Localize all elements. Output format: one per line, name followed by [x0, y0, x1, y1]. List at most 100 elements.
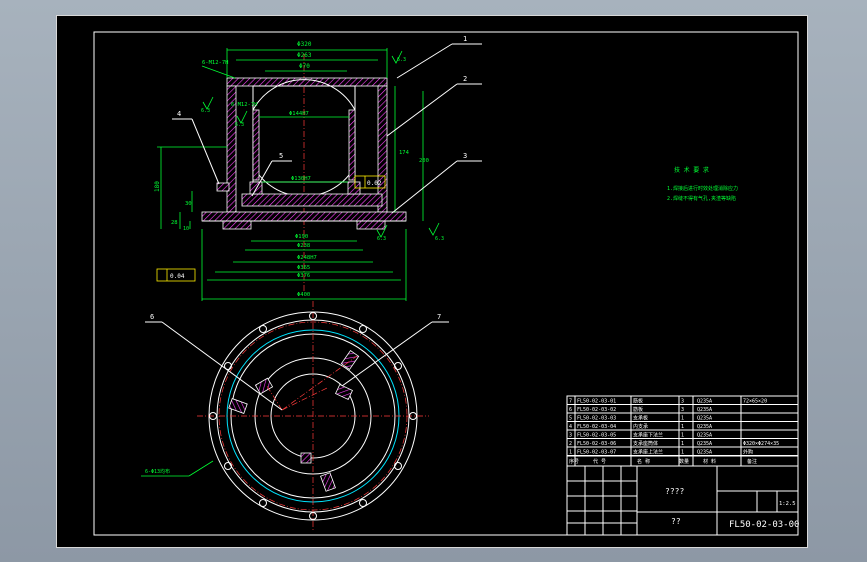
dim-base-d1: Φ190	[295, 234, 308, 240]
svg-text:5: 5	[279, 152, 283, 160]
scale-value: 1:2.5	[779, 501, 796, 507]
svg-text:4: 4	[177, 110, 181, 118]
bom-cell-mat: Q235A	[697, 415, 712, 421]
bom-cell-code: FL50-02-03-03	[577, 415, 616, 421]
svg-text:3: 3	[463, 152, 467, 160]
bom-cell-name: 支承座筒体	[633, 440, 658, 447]
bom-cell-code: FL50-02-03-02	[577, 407, 616, 413]
bom-cell-code: FL50-02-03-06	[577, 441, 616, 447]
dim-bore-top: Φ70	[299, 63, 310, 70]
bom-cell-qty: 1	[681, 441, 684, 447]
bom-cell-no: 4	[569, 424, 572, 430]
bom-header-code: 代 号	[593, 458, 606, 465]
roughness-symbol: 6.3	[376, 224, 388, 242]
bom-header-note: 备注	[747, 458, 757, 465]
bom-cell-name: 支承座下法兰	[633, 431, 663, 438]
bom-cell-mat: Q235A	[697, 441, 712, 447]
svg-text:6: 6	[150, 313, 154, 321]
part-balloon: 3	[391, 152, 482, 214]
drawing-frame	[93, 31, 799, 536]
dim-base-d3: Φ248H7	[297, 255, 317, 261]
roughness-symbol: 6.3	[235, 110, 248, 128]
dim-base-d6: Φ400	[297, 292, 310, 298]
svg-text:6.3: 6.3	[435, 236, 444, 242]
bom-cell-code: FL50-02-03-04	[577, 424, 616, 430]
notes-line-1: 1.焊接后进行时效处理消除应力	[667, 185, 738, 192]
part-material: ??	[671, 517, 681, 526]
bom-cell-qty: 1	[681, 415, 684, 421]
bom-header-mat: 材 料	[703, 458, 716, 465]
dim-top-width: Φ320	[297, 41, 312, 48]
dim-step-h: 10	[183, 226, 189, 232]
bom-cell-qty: 3	[681, 407, 684, 413]
bom-cell-qty: 1	[681, 424, 684, 430]
svg-text:6.3: 6.3	[201, 108, 210, 114]
part-balloon: 5	[251, 152, 292, 197]
bom-header-name: 名 称	[637, 458, 650, 465]
title-block: ???? ?? 1:2.5 FL50-02-03-00	[566, 465, 799, 536]
part-balloon: 4	[172, 110, 220, 185]
svg-text:0.04: 0.04	[170, 273, 185, 280]
bom-cell-name: 支承板	[633, 414, 648, 421]
roughness-symbol: 6.3	[428, 222, 444, 242]
bom-cell-no: 3	[569, 432, 572, 438]
dim-base-d2: Φ238	[297, 243, 310, 249]
svg-text:6.3: 6.3	[397, 57, 406, 63]
technical-notes: 技 术 要 求 1.焊接后进行时效处理消除应力 2.焊缝不得有气孔,夹渣等缺陷	[667, 166, 738, 202]
dim-inner-center: Φ130H7	[291, 176, 311, 182]
dim-height-side: 180	[154, 181, 161, 192]
dim-base-d5: Φ376	[297, 273, 310, 279]
bom-cell-no: 2	[569, 441, 572, 447]
part-balloon: 2	[386, 75, 482, 137]
dim-ring-h: 28	[171, 220, 178, 226]
bom-cell-name: 筋板	[633, 406, 643, 413]
svg-text:2: 2	[463, 75, 467, 83]
bom-cell-mat: Q235A	[697, 398, 712, 404]
drawing-number: FL50-02-03-00	[729, 520, 799, 530]
bom-cell-note: 外购	[743, 448, 753, 455]
notes-line-2: 2.焊缝不得有气孔,夹渣等缺陷	[667, 195, 736, 202]
bom-cell-qty: 1	[681, 449, 684, 455]
front-section-view: Φ320 Φ263 Φ70 6-M12-7H 6-M12-7H Φ144H7 Φ…	[154, 35, 482, 301]
bom-cell-name: 内支承	[633, 423, 648, 430]
svg-text:0.02: 0.02	[367, 180, 382, 187]
dim-left-30: 30	[185, 201, 192, 207]
bom-cell-no: 6	[569, 407, 572, 413]
svg-text:6.3: 6.3	[377, 236, 386, 242]
bom-cell-no: 1	[569, 449, 572, 455]
roughness-symbol: 6.3	[391, 50, 406, 64]
dim-height-mid: 174	[399, 150, 410, 156]
notes-title: 技 术 要 求	[674, 166, 709, 174]
bom-cell-name: 支承座上法兰	[633, 448, 663, 455]
bom-cell-no: 5	[569, 415, 572, 421]
dim-left-holes: 6-M12-7H	[202, 60, 229, 66]
dim-base-d4: Φ365	[297, 265, 310, 271]
cad-drawing: Φ320 Φ263 Φ70 6-M12-7H 6-M12-7H Φ144H7 Φ…	[93, 31, 799, 536]
roughness-symbol: 6.3	[201, 96, 214, 114]
dim-inner-top: Φ263	[297, 52, 312, 59]
dim-right-200: 200	[419, 158, 429, 164]
bom-row: 5 FL50-02-03-03 支承板 1 Q235A	[567, 414, 798, 422]
drawing-sheet: Φ320 Φ263 Φ70 6-M12-7H 6-M12-7H Φ144H7 Φ…	[56, 15, 808, 548]
bom-row: 6 FL50-02-03-02 筋板 3 Q235A	[567, 406, 798, 414]
svg-text:6.3: 6.3	[235, 122, 244, 128]
bom-cell-code: FL50-02-03-01	[577, 398, 616, 404]
bom-cell-note: 72×65×20	[743, 398, 767, 404]
bom-cell-note: Φ320×Φ274×35	[743, 441, 779, 447]
bom-cell-mat: Q235A	[697, 449, 712, 455]
dim-left-holes-2: 6-M12-7H	[231, 102, 258, 108]
part-balloon: 6	[145, 313, 283, 411]
bom-cell-no: 7	[569, 398, 572, 404]
part-balloon: 7	[341, 313, 449, 387]
svg-text:7: 7	[437, 313, 441, 321]
dim-inner-bore: Φ144H7	[289, 111, 309, 117]
dim-plan-holes: 6-Φ13均布	[145, 468, 170, 475]
bom-header-qty: 数量	[679, 458, 689, 465]
bom-cell-mat: Q235A	[697, 407, 712, 413]
tolerance-frame: 0.04	[156, 268, 196, 282]
bom-cell-mat: Q235A	[697, 432, 712, 438]
